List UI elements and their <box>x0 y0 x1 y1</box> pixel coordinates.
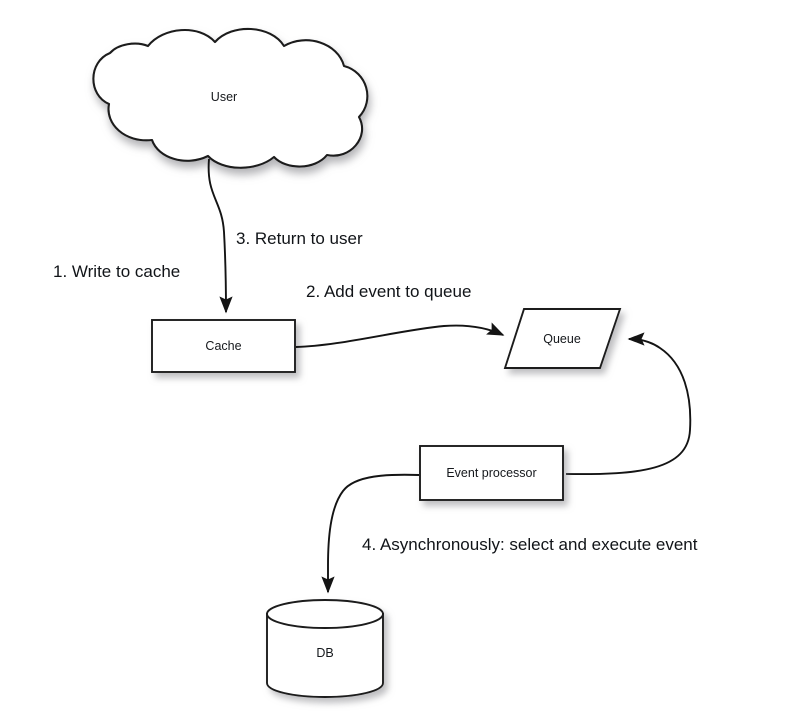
edge-event-processor-to-db <box>321 473 420 594</box>
step-label-1: 1. Write to cache <box>53 262 180 281</box>
step-label-2: 2. Add event to queue <box>306 282 471 301</box>
node-label-cache: Cache <box>205 339 241 353</box>
node-queue[interactable]: Queue <box>503 308 622 369</box>
node-db[interactable] <box>266 599 384 698</box>
edge-cache-to-queue <box>295 322 505 348</box>
node-label-queue: Queue <box>543 332 581 346</box>
node-user[interactable]: User <box>92 27 369 169</box>
node-cache[interactable]: Cache <box>151 319 296 373</box>
node-label-user: User <box>211 90 237 104</box>
edge-event-processor-to-queue <box>565 332 692 476</box>
node-label-event-processor: Event processor <box>446 466 536 480</box>
step-label-3: 3. Return to user <box>236 229 363 248</box>
node-event-processor[interactable]: Event processor <box>419 445 564 501</box>
step-label-4: 4. Asynchronously: select and execute ev… <box>362 535 698 554</box>
node-label-db: DB <box>316 646 333 660</box>
edge-user-to-cache <box>207 158 233 314</box>
